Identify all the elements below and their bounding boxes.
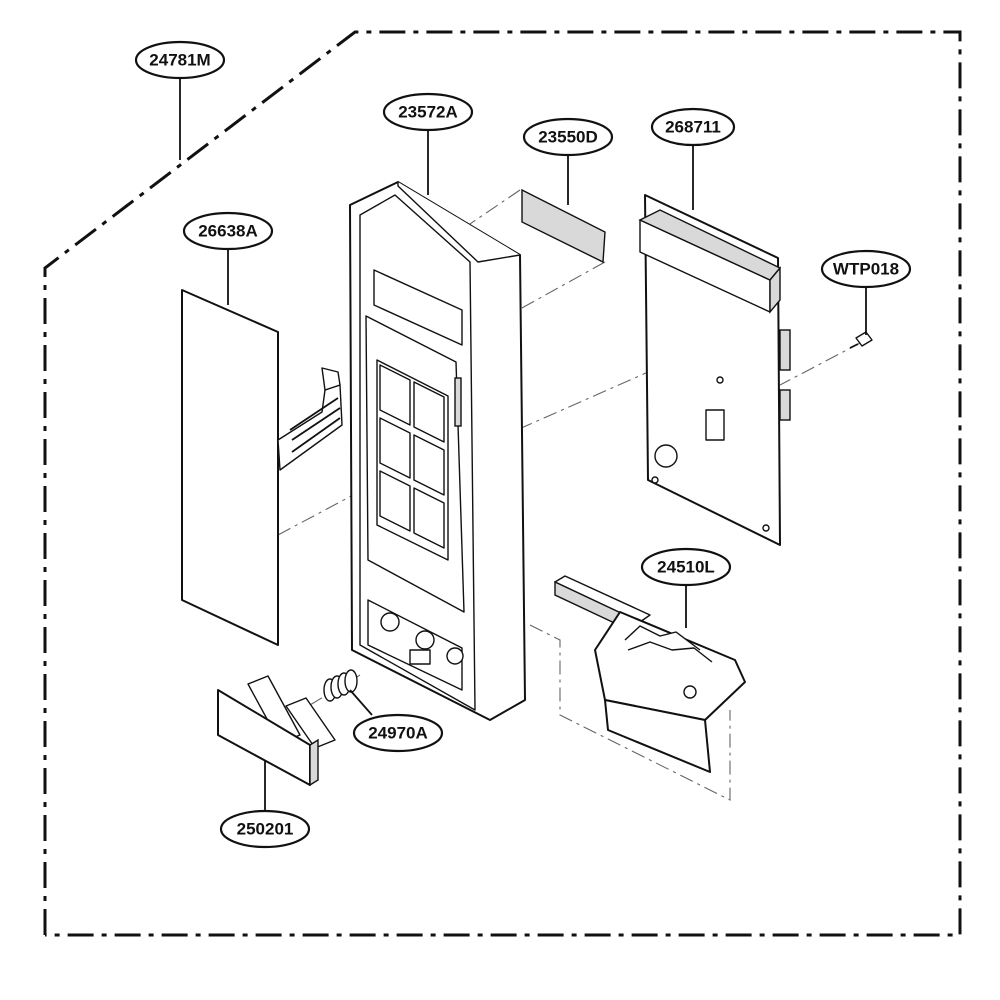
panel-frame-part (349, 181, 526, 721)
label-assembly: 24781M (134, 40, 226, 80)
screw-part (849, 331, 873, 349)
label-door-button: 250201 (219, 809, 311, 849)
door-button-part (217, 675, 336, 787)
label-membrane-sheet: 26638A (182, 211, 274, 251)
svg-text:WTP018: WTP018 (833, 260, 899, 279)
svg-text:24970A: 24970A (368, 724, 428, 743)
svg-text:250201: 250201 (237, 820, 294, 839)
keypad-grid (379, 364, 445, 549)
svg-text:268711: 268711 (665, 118, 721, 137)
label-pcb: 268711 (650, 107, 736, 147)
label-latch-lever: 24510L (640, 547, 732, 587)
membrane-sheet-part (181, 289, 343, 646)
display-window-part (521, 188, 606, 264)
pcb-part (638, 194, 791, 546)
svg-text:23572A: 23572A (398, 103, 458, 122)
leader-lines (179, 78, 867, 810)
spring-part (323, 669, 358, 702)
label-panel-frame: 23572A (382, 92, 474, 132)
svg-text:23550D: 23550D (538, 128, 598, 147)
label-screw: WTP018 (820, 249, 912, 289)
svg-text:24781M: 24781M (149, 51, 210, 70)
label-spring: 24970A (352, 713, 444, 753)
label-display-window: 23550D (522, 117, 614, 157)
latch-lever-part (554, 575, 746, 773)
svg-text:24510L: 24510L (657, 558, 715, 577)
svg-text:26638A: 26638A (198, 222, 258, 241)
assembly-boundary (43, 30, 962, 937)
